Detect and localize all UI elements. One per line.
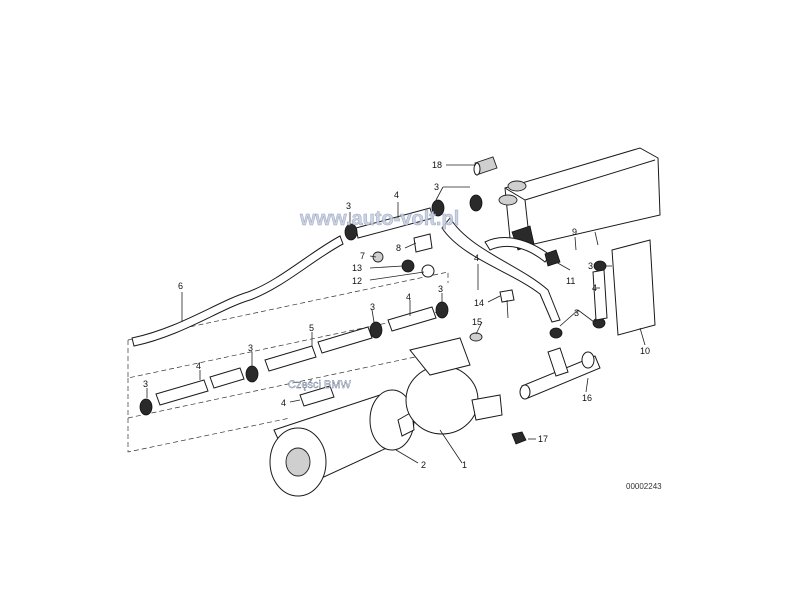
- callout-3: 3: [346, 201, 351, 211]
- callout-11: 11: [566, 276, 575, 286]
- watermark-caption: Części BMW: [288, 379, 352, 391]
- callout-16: 16: [582, 393, 592, 403]
- callout-3: 3: [370, 302, 375, 312]
- callout-9: 9: [572, 227, 577, 237]
- callout-3: 3: [434, 182, 439, 192]
- callout-4: 4: [394, 190, 399, 200]
- callout-3: 3: [574, 308, 579, 318]
- callout-4: 4: [592, 283, 597, 293]
- assembly-frame: [127, 271, 449, 453]
- middle-hoses: [155, 306, 437, 407]
- callout-8: 8: [396, 243, 401, 253]
- callout-15: 15: [472, 317, 482, 327]
- bracket-plate: [611, 239, 656, 336]
- callout-14: 14: [474, 298, 484, 308]
- fuel-filter: [269, 389, 415, 497]
- callout-10: 10: [640, 346, 650, 356]
- callout-2: 2: [421, 460, 426, 470]
- callout-4: 4: [474, 253, 479, 263]
- callout-1: 1: [462, 460, 467, 470]
- callout-13: 13: [352, 263, 362, 273]
- fuel-canister: [498, 147, 661, 251]
- rubber-cap: [473, 156, 498, 176]
- callout-3: 3: [588, 261, 593, 271]
- connector-and-tee: [519, 269, 608, 400]
- callout-17: 17: [538, 434, 548, 444]
- callout-7: 7: [360, 251, 365, 261]
- callout-3: 3: [438, 284, 443, 294]
- filter-bracket: [405, 337, 503, 435]
- long-hose: [131, 235, 344, 347]
- callout-3: 3: [248, 343, 253, 353]
- drawing-code: 00002243: [626, 482, 662, 491]
- upper-hoses: [355, 207, 561, 323]
- watermark-site: www.auto-volt.pl: [299, 208, 459, 230]
- callout-labels: 18 3 4 3 8 7 13 12 6 4 9 11 3 4 3 14 15 …: [143, 160, 650, 470]
- callout-6: 6: [178, 281, 183, 291]
- callout-5: 5: [309, 323, 314, 333]
- callout-3: 3: [143, 379, 148, 389]
- callout-18: 18: [432, 160, 442, 170]
- small-fittings: [372, 233, 561, 445]
- callout-4: 4: [196, 361, 201, 371]
- callout-12: 12: [352, 276, 362, 286]
- callout-4: 4: [406, 292, 411, 302]
- leader-lines: [146, 164, 646, 464]
- callout-4: 4: [281, 398, 286, 408]
